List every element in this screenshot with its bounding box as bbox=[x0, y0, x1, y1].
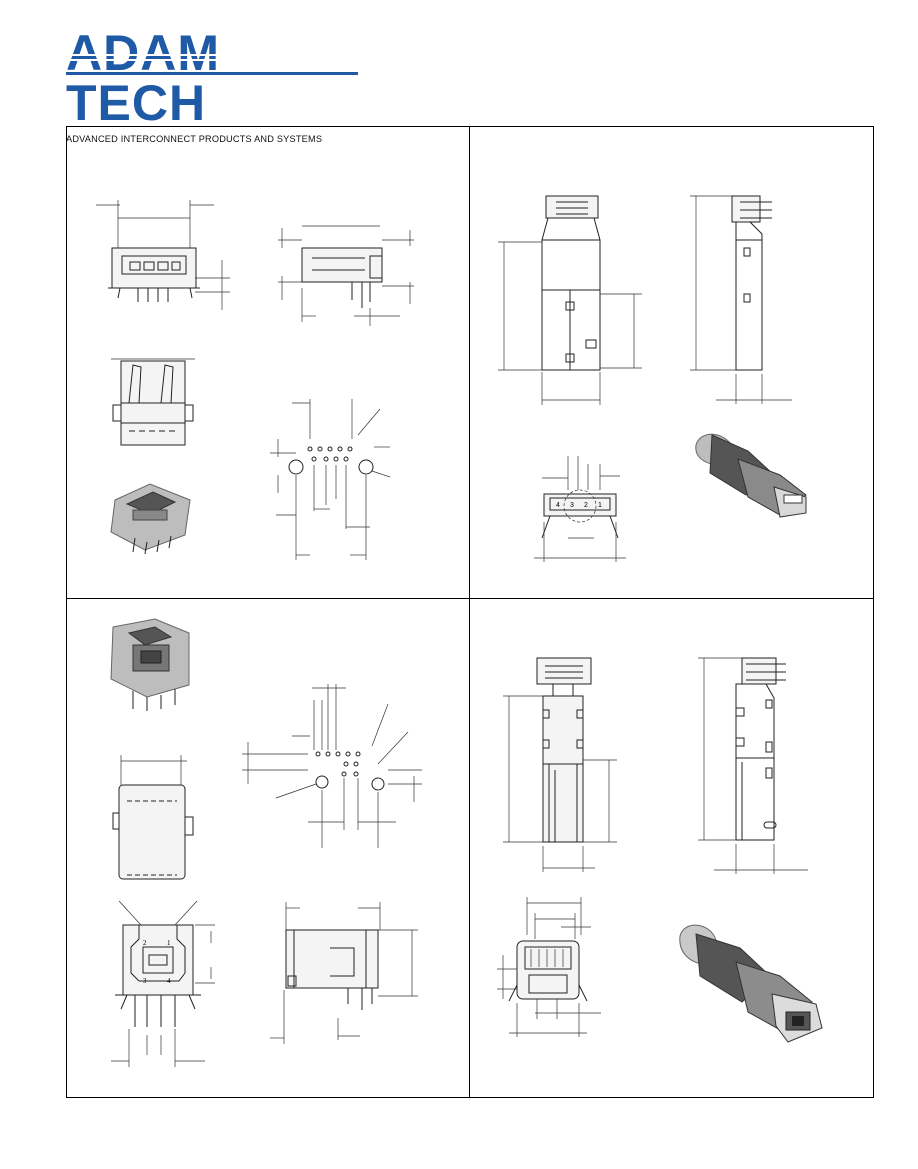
pin-label-2: 2 bbox=[584, 502, 588, 509]
usb-a-receptacle-front-view bbox=[96, 200, 230, 310]
usb-a-receptacle-side-view bbox=[278, 225, 414, 326]
usb-a-plug-side-view bbox=[690, 195, 792, 404]
usb-b-receptacle-front-view: 2 1 3 4 bbox=[111, 900, 215, 1067]
pin-label-3: 3 bbox=[143, 977, 147, 985]
pin-label-3: 3 bbox=[570, 502, 574, 509]
frame-horizontal-divider bbox=[66, 598, 874, 599]
usb-b-receptacle-side-view bbox=[270, 902, 418, 1044]
usb-a-receptacle-pcb-layout bbox=[270, 399, 391, 560]
brand-tagline: ADVANCED INTERCONNECT PRODUCTS AND SYSTE… bbox=[66, 134, 323, 144]
usb-b-receptacle-top-view bbox=[112, 755, 194, 880]
usb-a-plug-photo bbox=[695, 433, 807, 518]
usb-a-receptacle-top-view bbox=[111, 358, 195, 446]
pin-label-4: 4 bbox=[556, 502, 560, 509]
pin-label-1: 1 bbox=[598, 502, 602, 509]
brand-name: ADAM TECH bbox=[66, 25, 220, 131]
usb-b-receptacle-photo bbox=[110, 618, 190, 711]
logo-underline bbox=[66, 72, 358, 75]
logo-stripes bbox=[66, 54, 362, 68]
frame-vertical-divider bbox=[469, 126, 470, 1098]
usb-a-plug-end-view: 4 3 2 1 bbox=[534, 456, 626, 562]
usb-b-plug-front-view bbox=[503, 657, 617, 872]
usb-b-plug-end-view bbox=[497, 897, 601, 1037]
pin-label-4: 4 bbox=[167, 977, 171, 985]
usb-a-plug-front-view bbox=[498, 195, 642, 405]
adam-tech-logo: ADAM TECH ADVANCED INTERCONNECT PRODUCTS… bbox=[66, 28, 366, 144]
pin-label-2: 2 bbox=[143, 939, 147, 947]
usb-b-plug-side-view bbox=[698, 657, 808, 874]
usb-b-receptacle-pcb-layout bbox=[242, 684, 422, 848]
drawing-frame bbox=[66, 126, 874, 1098]
pin-label-1: 1 bbox=[167, 939, 171, 947]
usb-a-receptacle-photo bbox=[110, 483, 191, 555]
usb-b-plug-photo bbox=[679, 924, 823, 1043]
